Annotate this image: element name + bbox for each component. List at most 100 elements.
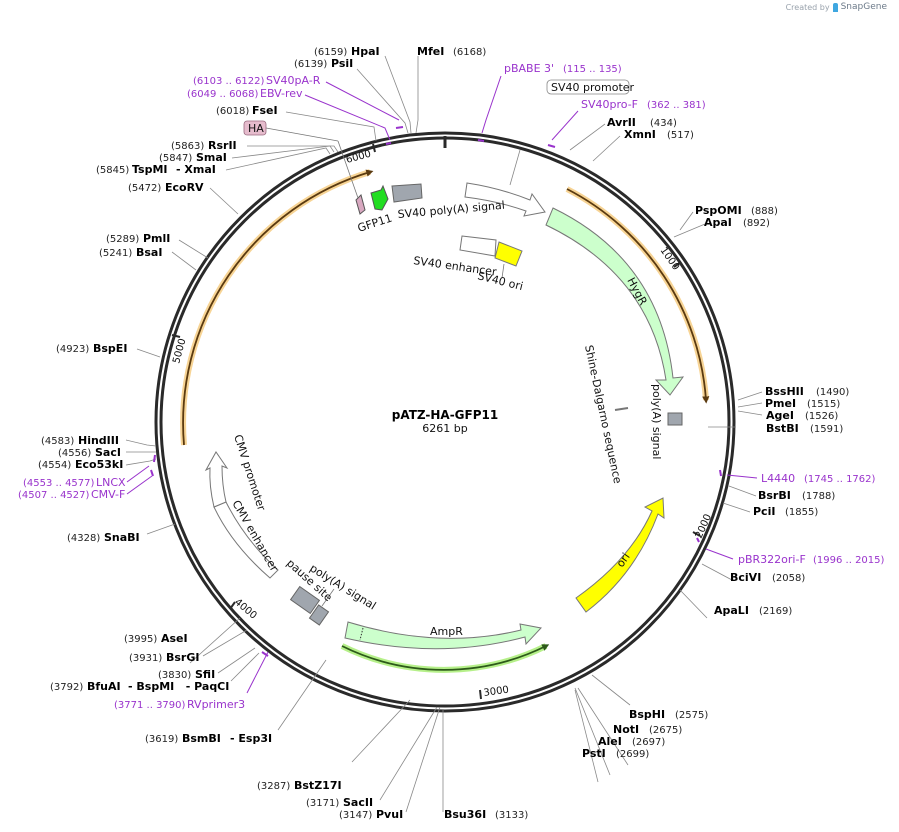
svg-text:PvuI: PvuI	[376, 808, 403, 821]
enzyme-AseI[interactable]: (3995) AseI	[124, 632, 188, 645]
enzyme-HindIII[interactable]: (4583)HindIII	[41, 434, 119, 447]
enzyme-AvrII[interactable]: AvrII(434)	[607, 116, 677, 129]
svg-text:(5863): (5863)	[171, 141, 204, 152]
enzyme-BssHII[interactable]: BssHII(1490)	[765, 385, 849, 398]
enzyme-ApaLI[interactable]: ApaLI(2169)	[714, 604, 792, 617]
enzyme-PvuI[interactable]: (3147)PvuI	[339, 808, 403, 821]
enzyme-NotI[interactable]: NotI (2675)	[613, 723, 682, 736]
feature-cmv-enhancer[interactable]: CMV enhancer	[213, 498, 281, 579]
enzyme-BciVI[interactable]: BciVI(2058)	[730, 571, 805, 584]
enzyme-BsrGI[interactable]: (3931)BsrGI	[129, 651, 199, 664]
feature-sv40-promoter[interactable]	[464, 149, 546, 217]
enzyme-Eco53kI[interactable]: (4554)Eco53kI	[38, 458, 123, 471]
svg-text:(5472): (5472)	[128, 183, 161, 194]
enzyme-XmnI[interactable]: XmnI (517)	[624, 128, 694, 141]
enzyme-FseI[interactable]: (6018)FseI	[216, 104, 278, 117]
feature-ampr[interactable]: AmpR	[344, 621, 542, 650]
primer-RVprimer3[interactable]: (3771 .. 3790)RVprimer3	[114, 698, 245, 711]
enzyme-PciI[interactable]: PciI(1855)	[753, 505, 818, 518]
svg-text:(4556): (4556)	[58, 448, 91, 459]
enzyme-BfuAI[interactable]: (3792)BfuAI- BspMI - PaqCI	[50, 680, 229, 693]
enzyme-EcoRV[interactable]: (5472)EcoRV	[128, 181, 204, 194]
enzyme-BsmBI[interactable]: (3619)BsmBI- Esp3I	[145, 732, 272, 745]
feature-ha[interactable]: HA	[243, 120, 366, 215]
primer-L4440[interactable]: L4440(1745 .. 1762)	[761, 472, 876, 485]
svg-text:(2169): (2169)	[759, 606, 792, 617]
enzyme-SfiI[interactable]: (3830)SfiI	[158, 668, 215, 681]
svg-text:AseI: AseI	[161, 632, 188, 645]
feature-ori[interactable]: ori	[575, 497, 665, 613]
svg-text:(362 .. 381): (362 .. 381)	[647, 100, 706, 111]
svg-text:(434): (434)	[650, 118, 677, 129]
feature-shine-dalgarno[interactable]: Shine-Dalgarno sequence	[582, 344, 629, 485]
enzyme-PstI[interactable]: PstI(2699)	[582, 747, 649, 760]
enzyme-PmeI[interactable]: PmeI(1515)	[765, 397, 840, 410]
svg-text:SmaI: SmaI	[196, 151, 227, 164]
svg-text:AmpR: AmpR	[430, 625, 463, 638]
enzyme-SacII[interactable]: (3171) SacII	[306, 796, 373, 809]
primer-EBV-rev[interactable]: (6049 .. 6068)EBV-rev	[187, 87, 303, 100]
enzyme-SmaI[interactable]: (5847)SmaI	[159, 151, 227, 164]
primer-CMV-F[interactable]: (4507 .. 4527)CMV-F	[18, 488, 125, 501]
enzyme-TspMI[interactable]: (5845)TspMI- XmaI	[96, 163, 216, 176]
feature-hygr[interactable]: HygR	[545, 207, 685, 396]
primer-pBABE3[interactable]: pBABE 3'(115 .. 135)	[504, 62, 622, 75]
enzyme-MfeI[interactable]: MfeI(6168)	[417, 45, 486, 58]
primer-SV40pro-F[interactable]: SV40pro-F (362 .. 381)	[581, 98, 706, 111]
enzyme-AgeI[interactable]: AgeI(1526)	[766, 409, 838, 422]
enzyme-BspHI[interactable]: BspHI(2575)	[629, 708, 708, 721]
enzyme-Bsu36I[interactable]: Bsu36I(3133)	[444, 808, 528, 821]
enzyme-SacI[interactable]: (4556)SacI	[58, 446, 121, 459]
enzyme-SnaBI[interactable]: (4328)SnaBI	[67, 531, 140, 544]
feature-polya-right[interactable]: poly(A) signal	[650, 384, 683, 459]
enzyme-HpaI[interactable]: (6159)HpaI	[314, 45, 380, 58]
orf-hygr-arrow[interactable]	[566, 188, 710, 404]
primer-pBR322ori-F[interactable]: pBR322ori-F(1996 .. 2015)	[738, 553, 885, 566]
svg-text:BssHII: BssHII	[765, 385, 804, 398]
svg-text:(2675): (2675)	[649, 725, 682, 736]
svg-text:SV40 promoter: SV40 promoter	[551, 81, 635, 94]
enzyme-BstBI[interactable]: BstBI(1591)	[766, 422, 843, 435]
svg-text:SnaBI: SnaBI	[104, 531, 140, 544]
svg-text:(888): (888)	[751, 206, 778, 217]
orf-gfp11-highlight	[180, 169, 371, 446]
svg-text:MfeI: MfeI	[417, 45, 444, 58]
svg-text:(3171): (3171)	[306, 798, 339, 809]
svg-text:(1996 .. 2015): (1996 .. 2015)	[813, 555, 885, 566]
svg-text:(1788): (1788)	[802, 491, 835, 502]
svg-text:NotI: NotI	[613, 723, 639, 736]
feature-polya-left[interactable]: poly(A) signal pause site	[284, 557, 378, 626]
svg-text:(3771 .. 3790): (3771 .. 3790)	[114, 700, 186, 711]
enzyme-BsaI[interactable]: (5241)BsaI	[99, 246, 162, 259]
svg-text:(3931): (3931)	[129, 653, 162, 664]
sv40-promoter-label[interactable]: SV40 promoter	[546, 79, 635, 95]
svg-text:(3619): (3619)	[145, 734, 178, 745]
primer-LNCX[interactable]: (4553 .. 4577)LNCX	[23, 476, 126, 489]
orf-ampr-arrow[interactable]	[341, 644, 550, 671]
svg-text:(3995): (3995)	[124, 634, 157, 645]
svg-text:(517): (517)	[667, 130, 694, 141]
svg-text:SV40pro-F: SV40pro-F	[581, 98, 638, 111]
svg-text:(4553 .. 4577): (4553 .. 4577)	[23, 478, 95, 489]
enzyme-RsrII[interactable]: (5863) RsrII	[171, 139, 237, 152]
svg-text:SacII: SacII	[343, 796, 373, 809]
enzyme-ApaI[interactable]: ApaI(892)	[704, 216, 770, 229]
credit-prefix: Created by	[785, 2, 830, 12]
enzyme-PsiI[interactable]: (6139)PsiI	[294, 57, 353, 70]
enzyme-BsrBI[interactable]: BsrBI(1788)	[758, 489, 835, 502]
primer-SV40pA-R[interactable]: (6103 .. 6122)SV40pA-R	[193, 74, 321, 87]
svg-text:(5289): (5289)	[106, 234, 139, 245]
enzyme-leaders	[125, 55, 763, 813]
svg-text:XmnI: XmnI	[624, 128, 656, 141]
enzyme-BspEI[interactable]: (4923)BspEI	[56, 342, 127, 355]
enzyme-AleI[interactable]: AleI(2697)	[598, 735, 665, 748]
svg-text:(4554): (4554)	[38, 460, 71, 471]
svg-text:(2699): (2699)	[616, 749, 649, 760]
svg-text:RsrII: RsrII	[208, 139, 237, 152]
enzyme-PmlI[interactable]: (5289)PmlI	[106, 232, 170, 245]
orf-gfp11-arrow[interactable]	[182, 169, 374, 446]
plasmid-name: pATZ-HA-GFP11	[392, 408, 498, 422]
enzyme-BstZ17I[interactable]: (3287)BstZ17I	[257, 779, 342, 792]
primer-marks	[150, 126, 722, 657]
enzyme-PspOMI[interactable]: PspOMI(888)	[695, 204, 778, 217]
